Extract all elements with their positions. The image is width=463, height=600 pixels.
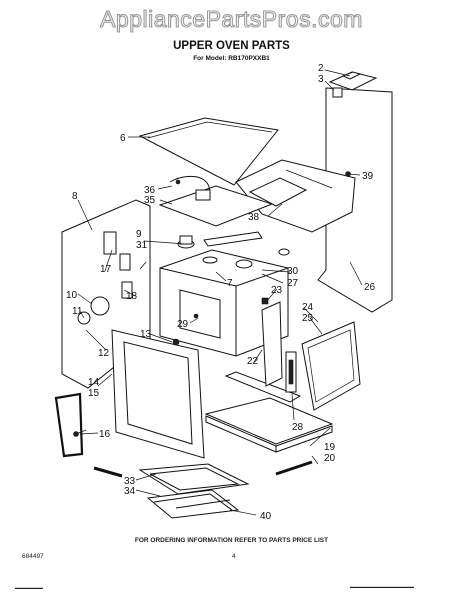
- oven-liner: [159, 249, 289, 357]
- callout-27: 27: [287, 278, 299, 289]
- callout-26: 26: [364, 282, 376, 293]
- page-number: 4: [232, 553, 236, 560]
- callout-14: 14: [88, 377, 100, 388]
- callout-2: 2: [318, 63, 324, 74]
- model-subtitle: For Model: RB170PXXB1: [193, 55, 270, 62]
- callout-40: 40: [260, 511, 272, 522]
- leader-lines: [77, 69, 363, 516]
- callout-9: 9: [136, 229, 142, 240]
- callout-20: 20: [324, 453, 336, 464]
- callout-17: 17: [100, 264, 112, 275]
- callout-31: 31: [136, 240, 148, 251]
- print-mark-left: ▬▬▬▬▬▬▬: [15, 585, 43, 590]
- callout-28: 28: [292, 422, 304, 433]
- callout-11: 11: [72, 306, 83, 317]
- right-side-panel: [317, 71, 393, 313]
- callout-30: 30: [287, 266, 299, 277]
- top-cover: [138, 117, 279, 186]
- callout-7: 7: [227, 278, 233, 289]
- callout-25: 25: [302, 313, 314, 324]
- heating-element: [138, 463, 250, 495]
- oven-bottom: [204, 397, 334, 453]
- callout-19: 19: [324, 442, 336, 453]
- callout-35: 35: [144, 195, 156, 206]
- callout-6: 6: [120, 133, 126, 144]
- watermark-text: AppliancePartsPros.com: [100, 5, 363, 32]
- side-trim-panel: [301, 321, 361, 411]
- print-mark-right: ▬▬▬▬▬▬▬▬▬▬▬▬▬▬▬▬: [350, 584, 414, 589]
- callout-22: 22: [247, 356, 259, 367]
- callout-10: 10: [66, 290, 78, 301]
- callout-23: 23: [271, 285, 283, 296]
- callout-12: 12: [98, 348, 110, 359]
- vent-strip: [224, 371, 302, 403]
- control-bracket: [158, 175, 274, 227]
- callout-18: 18: [126, 291, 138, 302]
- callout-24: 24: [302, 302, 314, 313]
- callout-13: 13: [140, 329, 152, 340]
- callout-38: 38: [248, 212, 260, 223]
- callout-33: 33: [124, 476, 136, 487]
- document-number: 684497: [22, 553, 44, 560]
- rear-panel: [235, 159, 356, 256]
- page-title: UPPER OVEN PARTS: [173, 40, 290, 52]
- callout-36: 36: [144, 185, 156, 196]
- callout-3: 3: [318, 74, 324, 85]
- callout-8: 8: [72, 191, 78, 202]
- support-rod: [275, 460, 313, 476]
- ordering-note: FOR ORDERING INFORMATION REFER TO PARTS …: [134, 537, 329, 544]
- callout-16: 16: [99, 429, 111, 440]
- callout-15: 15: [88, 388, 100, 399]
- broil-rod: [146, 489, 240, 519]
- callout-34: 34: [124, 486, 136, 497]
- vent-assembly: [177, 231, 263, 249]
- door-frame: [111, 329, 205, 459]
- callout-29: 29: [177, 319, 189, 330]
- callout-39: 39: [362, 171, 374, 182]
- fasteners: [73, 171, 351, 437]
- door-gasket: [54, 392, 123, 478]
- hinge-brackets: [261, 301, 297, 393]
